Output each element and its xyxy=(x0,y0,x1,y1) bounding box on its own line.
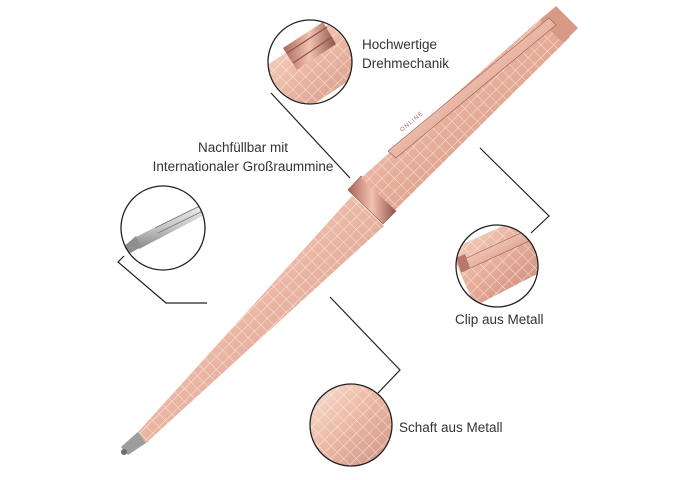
refill-label-line-1: Nachfüllbar mit xyxy=(197,140,289,155)
pen-barrel xyxy=(138,196,384,443)
barrel-callout xyxy=(309,383,393,467)
mechanism-label-line-2: Drehmechanik xyxy=(362,56,450,71)
mechanism-label: Hochwertige Drehmechanik xyxy=(362,35,449,73)
clip-label-line-1: Clip aus Metall xyxy=(455,312,544,327)
mechanism-connector xyxy=(270,92,351,179)
barrel-connector xyxy=(329,296,401,394)
barrel-label-line-1: Schaft aus Metall xyxy=(399,420,503,435)
barrel-label: Schaft aus Metall xyxy=(399,418,503,437)
refill-callout xyxy=(120,185,206,271)
pen-cap xyxy=(361,14,570,210)
refill-label-line-2: Internationaler Großraummine xyxy=(152,159,334,174)
clip-label: Clip aus Metall xyxy=(455,310,544,329)
refill-connector xyxy=(117,255,207,304)
clip-callout xyxy=(455,224,539,308)
refill-label: Nachfüllbar mit Internationaler Großraum… xyxy=(148,138,338,176)
center-ring xyxy=(347,175,397,225)
mechanism-label-line-1: Hochwertige xyxy=(362,37,438,52)
callout-connectors xyxy=(117,92,550,394)
clip-connector xyxy=(479,147,550,234)
pen: ONLINE xyxy=(121,6,578,455)
